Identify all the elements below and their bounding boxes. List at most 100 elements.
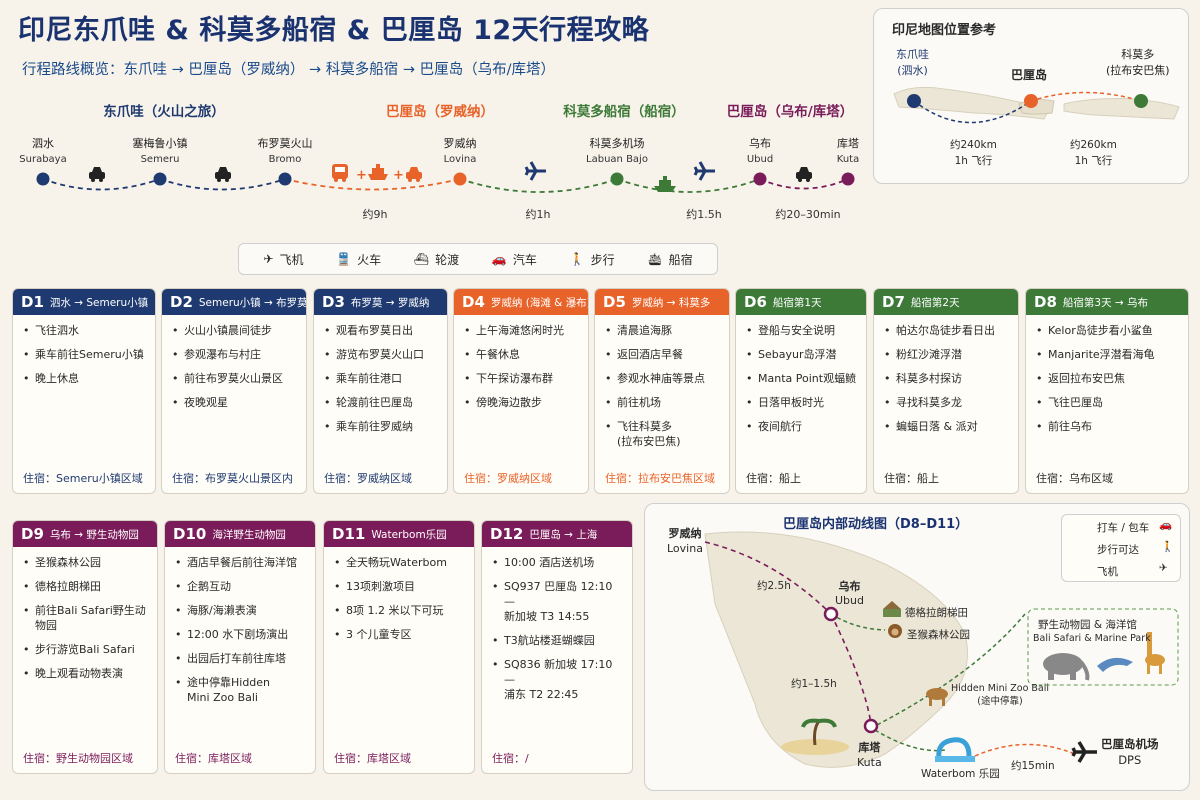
walk-icon: 🚶	[1161, 541, 1175, 553]
ferry-icon	[368, 164, 388, 180]
segment-east-java: 东爪哇（火山之旅）	[103, 104, 225, 120]
legend-plane-label: 飞机	[1097, 566, 1118, 578]
walk-icon: 🚶	[569, 252, 585, 266]
map-dot-east-java	[907, 94, 921, 108]
car-icon	[89, 167, 105, 182]
page-title: 印尼东爪哇 & 科莫多船宿 & 巴厘岛 12天行程攻略	[18, 15, 650, 46]
giraffe-icon	[1145, 632, 1165, 674]
bali-map-title: 巴厘岛内部动线图（D8–D11）	[783, 517, 969, 532]
duration-4: 约20–30min	[775, 208, 841, 221]
day-items: Kelor岛徒步看小鲨鱼Manjarite浮潜看海龟返回拉布安巴焦飞往巴厘岛前往…	[1026, 315, 1188, 434]
day-stay: 住宿：Semeru小镇区域	[23, 472, 143, 485]
plane-icon	[524, 161, 546, 181]
ship-icon	[654, 176, 676, 192]
plane-icon: ✈	[1159, 562, 1168, 574]
route-dot-kuta	[841, 172, 855, 186]
path-kuta-waterbom	[874, 729, 946, 752]
day-items: 火山小镇晨间徒步参观瀑布与村庄前往布罗莫火山景区夜晚观星	[162, 315, 306, 410]
plus-sign: +	[356, 168, 367, 183]
route-path-4	[459, 178, 618, 193]
legend-ferry: ⛴轮渡	[413, 252, 460, 267]
day-items: 观看布罗莫日出游览布罗莫火山口乘车前往港口轮渡前往巴厘岛乘车前往罗威纳	[314, 315, 447, 434]
car-icon	[406, 167, 422, 182]
day-items: 酒店早餐后前往海洋馆企鹅互动海豚/海濑表演12:00 水下剧场演出出园后打车前往…	[165, 547, 315, 705]
map-dot-bali	[1024, 94, 1038, 108]
map-label-bali: 巴厘岛	[1011, 68, 1048, 82]
plane-icon: ✈	[263, 252, 274, 266]
route-dot-labuan-bajo	[610, 172, 624, 186]
day-items: 圣猴森林公园德格拉朗梯田前往Bali Safari野生动物园步行游览Bali S…	[13, 547, 157, 681]
day-items: 清晨追海豚返回酒店早餐参观水神庙等景点前往机场飞往科莫多 (拉布安巴焦)	[595, 315, 729, 449]
path-ubud-monkey	[830, 613, 886, 631]
bus-icon	[332, 164, 348, 182]
day-stay: 住宿：野生动物园区域	[23, 752, 133, 765]
elephant-icon	[1043, 653, 1090, 681]
route-dot-ubud	[753, 172, 767, 186]
route-path-1	[42, 178, 161, 191]
ship-icon: 🛳	[647, 252, 663, 266]
day-stay: 住宿：库塔区域	[175, 752, 252, 765]
map-path-1	[913, 100, 1032, 124]
nusa-tenggara-shape	[1063, 98, 1180, 120]
segment-komodo: 科莫多船宿（船宿）	[563, 104, 685, 120]
day-stay: 住宿：库塔区域	[334, 752, 411, 765]
bali-map-legend	[1061, 514, 1181, 582]
monkey-icon	[888, 624, 902, 638]
label-waterbom: Waterbom 乐园	[921, 768, 1000, 780]
day-items: 10:00 酒店送机场SQ937 巴厘岛 12:10 — 新加坡 T3 14:5…	[482, 547, 632, 702]
duration-3: 约1.5h	[686, 208, 722, 221]
route-path-2	[159, 178, 286, 191]
car-icon	[796, 167, 812, 182]
day-items: 全天畅玩Waterbom13项刺激项目8项 1.2 米以下可玩3 个儿童专区	[324, 547, 474, 642]
indonesia-map-panel: 印尼地图位置参考 东爪哇 (泗水) 巴厘岛 科莫多 (拉布安巴焦) 约240km…	[873, 8, 1189, 184]
day-items: 帕达尔岛徒步看日出粉红沙滩浮潜科莫多村探访寻找科莫多龙蝙蝠日落 & 派对	[874, 315, 1018, 434]
day-items: 上午海滩悠闲时光午餐休息下午探访瀑布群傍晚海边散步	[454, 315, 588, 410]
label-time-ubud-kuta: 约1–1.5h	[791, 678, 837, 690]
day-stay: 住宿：罗威纳区域	[464, 472, 552, 485]
legend-plane: ✈飞机	[263, 252, 304, 267]
label-time-lovina-ubud: 约2.5h	[757, 580, 791, 592]
route-path-5	[616, 178, 761, 193]
route-dot-semeru	[153, 172, 167, 186]
day-stay: 住宿：拉布安巴焦区域	[605, 472, 715, 485]
map-path-2	[1030, 91, 1142, 102]
day-stay: 住宿：布罗莫火山景区内	[172, 472, 293, 485]
path-safari-kuta	[874, 613, 1026, 727]
car-icon: 🚗	[1159, 519, 1173, 531]
route-line-graphic: + +	[36, 161, 855, 193]
dot-ubud	[823, 606, 839, 622]
bali-island-outline	[704, 531, 968, 768]
duration-2: 约1h	[525, 208, 551, 221]
day-stay: 住宿：乌布区域	[1036, 472, 1113, 485]
plus-sign: +	[393, 168, 404, 183]
legend-car: 🚗汽车	[491, 252, 537, 267]
terrace-icon	[883, 601, 901, 617]
day-items: 登船与安全说明Sebayur岛浮潜Manta Point观蝠鲼日落甲板时光夜间航…	[736, 315, 866, 434]
path-waterbom-airport	[974, 743, 1076, 757]
route-path-6	[759, 178, 849, 190]
train-icon: 🚆	[336, 252, 352, 266]
label-safari-en: Bali Safari & Marine Park	[1033, 633, 1151, 644]
dolphin-icon	[1097, 657, 1133, 672]
day-stay: 住宿：/	[492, 752, 529, 765]
